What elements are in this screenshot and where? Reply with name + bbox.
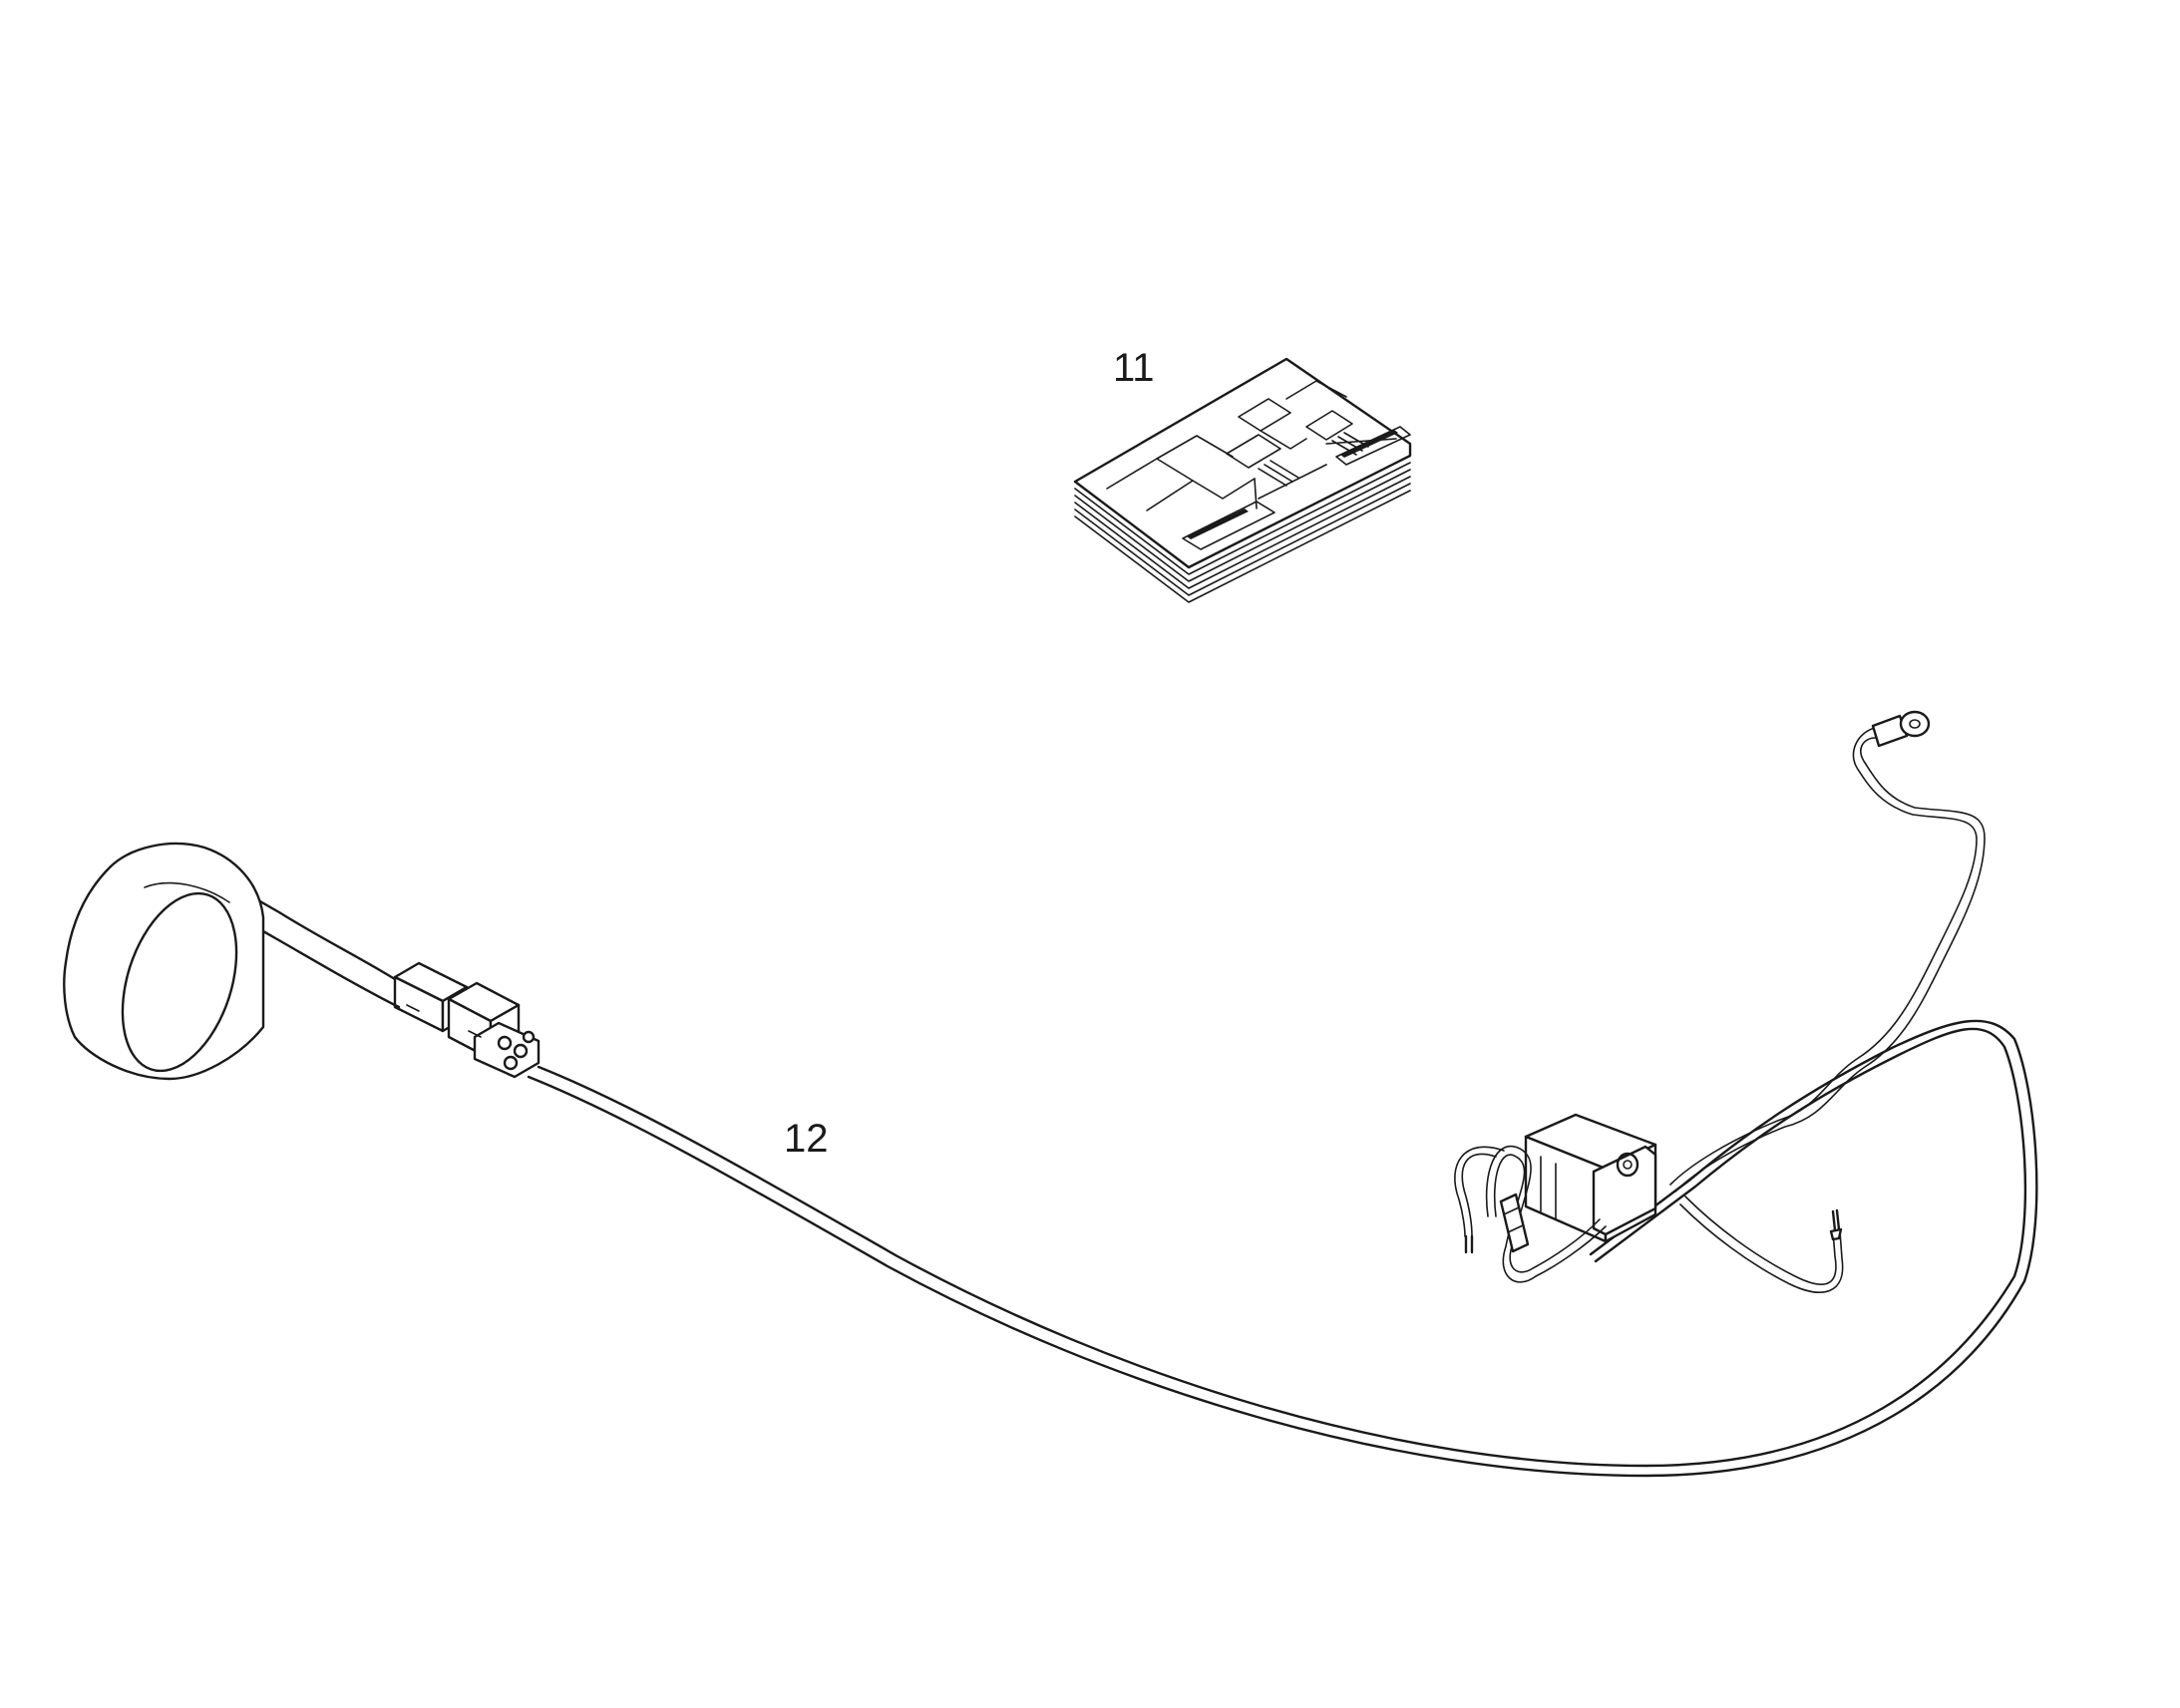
callout-11: 11 [1113,346,1155,390]
ring-terminal [1871,710,1931,748]
multi-pin-connector [393,961,541,1079]
inline-fuse [1499,1193,1530,1253]
wiring-harness-icon [63,710,2038,1478]
callout-12: 12 [784,1117,829,1161]
motor-drum [63,842,265,1081]
document-manual-icon [1073,357,1412,603]
relay-bracket [1524,1113,1657,1243]
